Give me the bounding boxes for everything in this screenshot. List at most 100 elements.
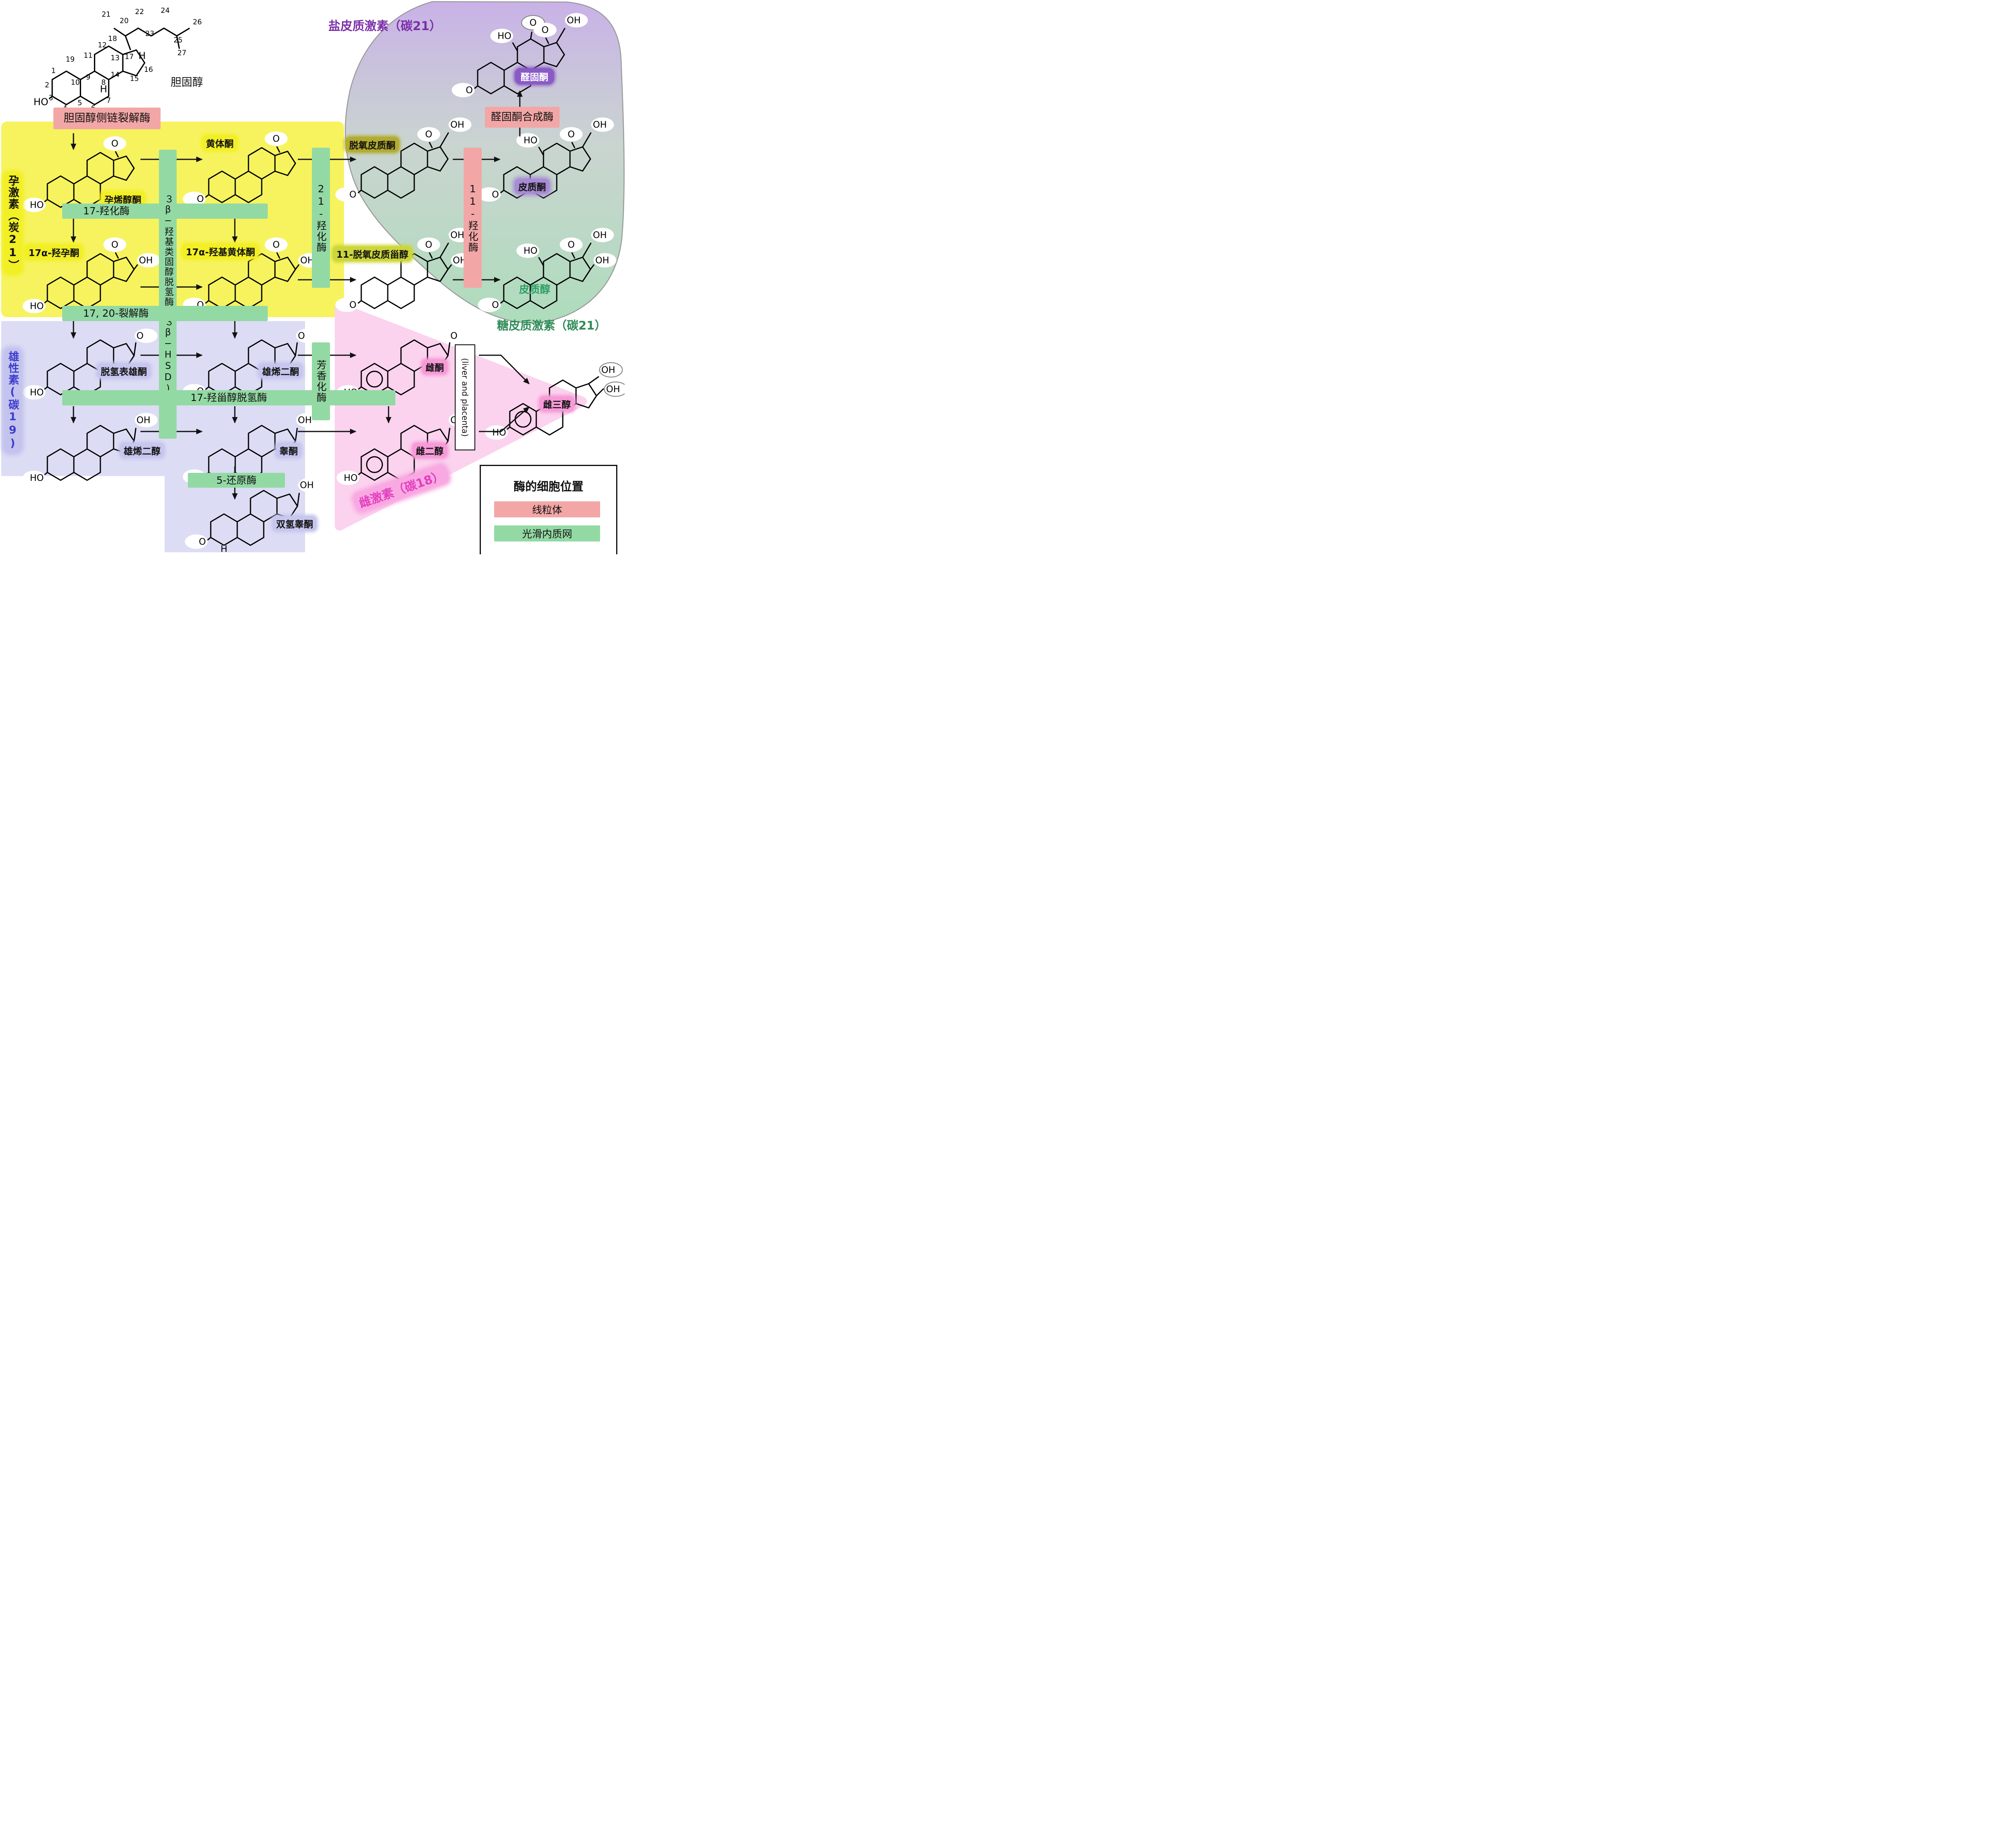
group-halo [452, 83, 475, 98]
group-halo [22, 299, 46, 313]
carbon-number: 23 [145, 30, 154, 38]
atom-group-H: H [138, 50, 146, 61]
label-estriol: 雌三醇 [540, 397, 574, 411]
atom-group-OH: OH [300, 255, 314, 266]
group-halo [134, 328, 158, 343]
atom-group-OH: OH [450, 230, 464, 240]
group-halo [335, 187, 358, 202]
aromatic-ring [366, 370, 383, 388]
bond-stub [133, 427, 136, 442]
group-halo [560, 127, 583, 142]
group-halo [599, 362, 623, 378]
atom-group-O: O [136, 331, 144, 341]
atom-group-OH: OH [300, 480, 314, 490]
group-halo [22, 197, 46, 212]
group-halo [183, 191, 206, 206]
steroid-skeleton [208, 147, 296, 203]
atom-group-O: O [349, 300, 356, 310]
bond-stub [590, 264, 595, 270]
label-estradiol: 雌二醇 [413, 443, 447, 458]
steroid-skeleton [210, 490, 298, 546]
bond-stub [571, 252, 576, 259]
atom-group-HO: HO [30, 301, 44, 311]
atom-group-O: O [273, 134, 280, 144]
group-halo [448, 117, 472, 132]
region-label-glucocorticoid: 糖皮质激素（碳21） [497, 319, 607, 332]
atom-group-O: O [492, 300, 499, 310]
group-halo [137, 253, 160, 268]
bond-stub [556, 28, 566, 43]
atom-group-OH: OH [139, 255, 153, 266]
carbon-number: 15 [130, 75, 139, 83]
steroid-skeleton [360, 339, 449, 395]
group-halo [335, 297, 358, 312]
enzyme-scc-box: 胆固醇侧链裂解酶 [53, 108, 161, 129]
region-label-androgen: 雄性素(碳19) [4, 348, 21, 453]
steroid-skeleton [208, 425, 296, 481]
enzyme-17-20-lyase-box: 17, 20-裂解酶 [62, 306, 268, 321]
bond-stub [295, 264, 300, 270]
atom-group-O: O [111, 240, 118, 250]
group-halo [296, 328, 319, 343]
atom-group-HO: HO [30, 473, 44, 483]
region-androgen-bg [1, 321, 305, 552]
bond-stub [133, 342, 136, 356]
pathway-arrow [479, 354, 530, 385]
bond-stub [596, 388, 605, 397]
region-label-progestogen: 孕激素（炭21） [4, 173, 21, 274]
steroid-skeleton [208, 339, 296, 395]
group-halo [490, 28, 513, 43]
bond-stub [538, 257, 544, 266]
group-halo [604, 381, 625, 397]
bond-stub [447, 342, 450, 356]
carbon-number: 13 [111, 54, 120, 62]
structures-layer: 1234567891011121314151617181920212223242… [22, 7, 625, 554]
bond-stub [582, 242, 592, 258]
atom-group-HO: HO [523, 135, 537, 146]
bond-stub [582, 132, 592, 147]
atom-group-OH: OH [567, 15, 581, 26]
atom-group-OH: OH [606, 384, 620, 395]
carbon-number: 26 [193, 18, 202, 26]
group-halo [417, 237, 440, 252]
aromatic-ring [366, 456, 383, 473]
atom-group-O: O [492, 189, 499, 200]
label-aldosterone: 醛固酮 [515, 68, 554, 84]
atom-group-OH: OH [593, 120, 607, 130]
group-halo [22, 385, 46, 400]
atom-group-O: O [568, 240, 575, 250]
label-11-deoxycortisol: 11-脱氧皮质甾醇 [333, 246, 412, 261]
bond-stub [133, 264, 138, 270]
label-androstenedione: 雄烯二酮 [259, 364, 302, 378]
cholesterol-side-chain [113, 27, 190, 51]
group-halo [516, 133, 539, 148]
legend-item-mitochondria: 线粒体 [494, 501, 600, 517]
group-halo [185, 534, 208, 549]
label-cholesterol: 胆固醇 [171, 76, 203, 89]
label-deoxycorticosterone: 脱氧皮质酮 [346, 137, 399, 152]
bond-stub [571, 142, 576, 149]
group-halo [533, 22, 557, 37]
carbon-number: 14 [111, 71, 120, 79]
structure-pregnenolone: HOO [22, 136, 135, 212]
group-halo [478, 187, 501, 202]
bond-stub [588, 376, 599, 385]
steroid-skeleton [509, 379, 597, 436]
region-mineralo-gluco-bg [344, 1, 625, 324]
group-halo [22, 470, 46, 485]
atom-group-HO: HO [497, 31, 511, 41]
carbon-number: 19 [66, 55, 75, 63]
region-label-mineralocorticoid: 盐皮质激素（碳21） [328, 19, 442, 33]
steroid-skeleton [47, 339, 135, 395]
label-androstenediol: 雄烯二醇 [120, 443, 164, 458]
bond-stub [447, 427, 450, 442]
steroid-skeleton [208, 253, 296, 309]
bond-stub [429, 142, 433, 149]
carbon-number: 10 [71, 79, 79, 87]
steroid-skeleton [503, 142, 591, 199]
label-dhea: 脱氢表雄酮 [98, 364, 150, 378]
